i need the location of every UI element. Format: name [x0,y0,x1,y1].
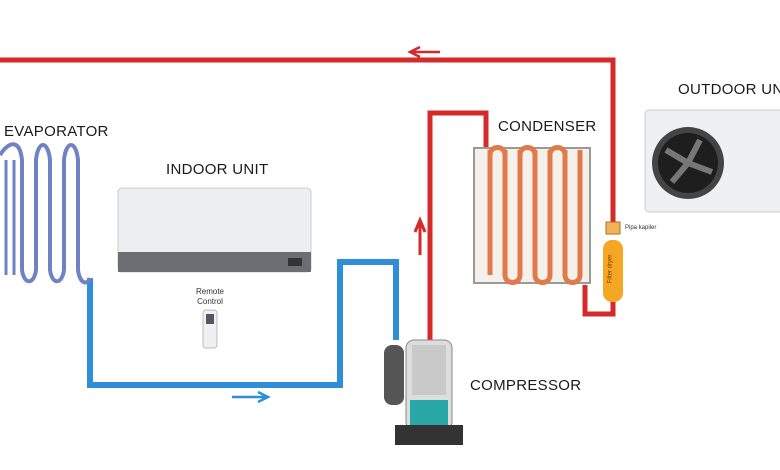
hot-refrigerant-line-top [0,57,616,225]
condenser-image [473,145,591,285]
compressor-label: COMPRESSOR [470,377,582,394]
flow-arrow-left-icon [407,45,440,59]
remote-label-line2: Control [197,297,223,306]
suction-line [87,259,399,388]
filter-dryer-label: Filter dryer [607,254,614,284]
capillary-pipe-image [605,221,621,235]
capillary-pipe-label: Pipa kapiler [625,225,657,231]
hot-refrigerant-line-bottom [582,285,616,317]
outdoor-unit-label: OUTDOOR UNIT [678,81,780,98]
indoor-unit-image [117,187,312,273]
compressor-image [384,339,463,445]
outdoor-unit-image [644,109,780,213]
filter-dryer-image [603,240,623,302]
flow-arrow-right-icon [232,390,271,404]
remote-control-label: Remote Control [188,287,232,307]
evaporator-label: EVAPORATOR [4,123,109,140]
condenser-label: CONDENSER [498,118,597,135]
indoor-unit-label: INDOOR UNIT [166,161,269,178]
remote-label-line1: Remote [195,287,224,296]
discharge-line [427,110,489,340]
flow-arrow-up-icon [413,216,427,255]
evaporator-coil [0,142,92,285]
